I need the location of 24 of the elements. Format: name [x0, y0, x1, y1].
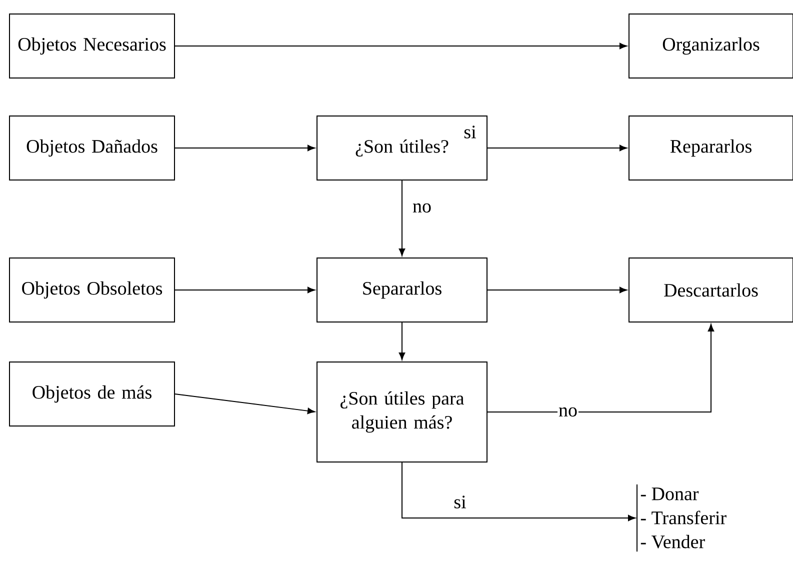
edge-label: si — [462, 124, 478, 140]
process-box: Descartarlos — [628, 258, 793, 322]
edge-label: no — [412, 202, 432, 214]
process-box: Organizarlos — [628, 14, 793, 78]
arrow — [174, 144, 315, 152]
process-box: ¿Son útiles para alguien más? — [316, 362, 488, 462]
arrow — [398, 180, 406, 256]
arrow — [402, 462, 636, 522]
arrow — [487, 144, 628, 152]
process-box: Objetos Necesarios — [9, 14, 175, 78]
arrow — [174, 42, 628, 50]
arrow — [398, 322, 406, 360]
edge-label: si — [452, 494, 468, 510]
process-box: Repararlos — [628, 116, 793, 180]
process-box: Separarlos — [316, 258, 488, 322]
arrow — [174, 286, 315, 294]
process-box: Objetos de más — [9, 362, 175, 426]
arrow — [487, 286, 628, 294]
process-box: Objetos Dañados — [9, 116, 175, 180]
arrow — [487, 324, 714, 412]
process-box: Objetos Obsoletos — [9, 258, 175, 322]
option-list: - Donar - Transferir - Vender — [636, 484, 726, 552]
arrow — [174, 394, 316, 414]
edge-label: no — [558, 406, 578, 418]
